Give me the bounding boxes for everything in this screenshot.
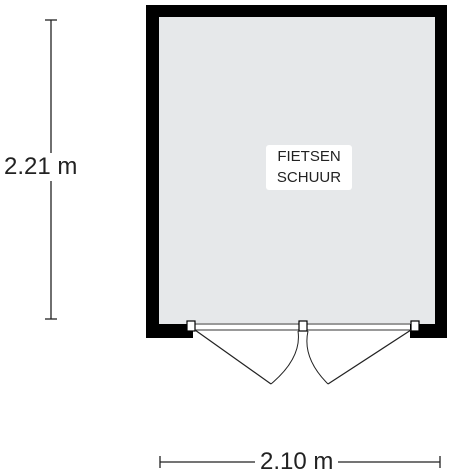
door-swing-right bbox=[306, 330, 329, 385]
room-label: FIETSEN SCHUUR bbox=[266, 145, 352, 190]
door-leaf-right bbox=[327, 329, 412, 385]
room-name-line1: FIETSEN bbox=[277, 148, 341, 165]
height-dimension-label: 2.21 m bbox=[4, 153, 78, 181]
door-jamb-left bbox=[186, 320, 196, 332]
room-name-line2: SCHUUR bbox=[276, 169, 342, 186]
door-post-center bbox=[298, 320, 308, 332]
door-jamb-right bbox=[410, 320, 420, 332]
width-dimension-label: 2.10 m bbox=[255, 448, 339, 476]
door-leaf-left bbox=[194, 329, 272, 385]
door-swing-left bbox=[270, 330, 299, 385]
